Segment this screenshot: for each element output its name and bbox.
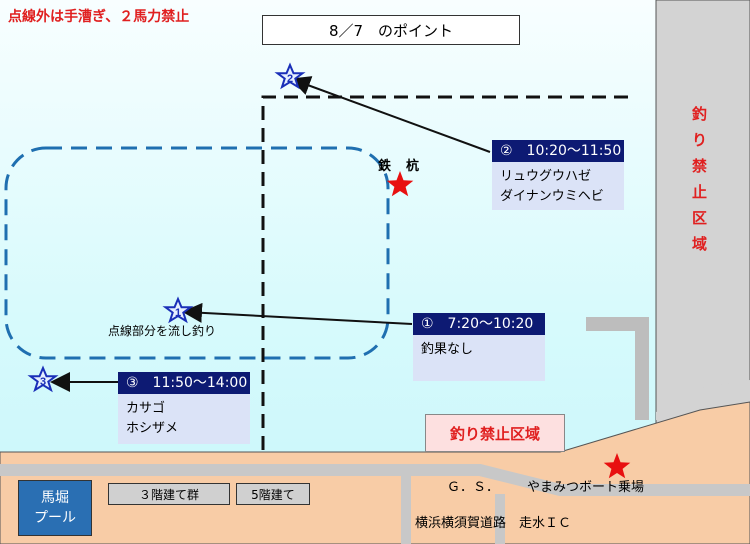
notice-text: 点線外は手漕ぎ、２馬力禁止 — [8, 9, 190, 25]
drift-note: 点線部分を流し釣り — [108, 324, 217, 338]
no-fishing-right-label: 釣 り 禁 止 区 域 — [692, 105, 708, 253]
point-1-catch-1: 釣果なし — [421, 342, 474, 357]
drift-zone — [4, 146, 390, 360]
point-2-body: リュウグウハゼ ダイナンウミヘビ — [492, 162, 624, 210]
boat-dock-star — [603, 453, 631, 479]
building-5-floor: 5階建て — [236, 483, 310, 505]
gas-station-label: Ｇ．Ｓ． — [447, 480, 500, 495]
point-1-header: ① 7:20～10:20 — [413, 313, 545, 335]
point-3-catch-2: ホシザメ — [126, 421, 179, 436]
boat-dock-label: やまみつボート乗場 — [527, 480, 645, 495]
title-box: 8／7 のポイント — [262, 15, 520, 45]
marker-2-icon: 2 — [274, 62, 306, 90]
marker-1-number: 1 — [175, 307, 181, 319]
marker-1-icon: 1 — [162, 296, 194, 324]
no-fishing-bottom-box: 釣り禁止区域 — [425, 414, 565, 452]
dashed-boundary — [261, 95, 636, 450]
no-fishing-bottom-label: 釣り禁止区域 — [449, 424, 540, 443]
marker-3-number: 3 — [40, 376, 46, 388]
iron-pile-label-2: 杭 — [406, 159, 420, 174]
page-title: 8／7 のポイント — [328, 21, 454, 40]
arrow-point-1 — [182, 302, 413, 325]
marker-3-icon: 3 — [27, 365, 59, 393]
point-1-body: 釣果なし — [413, 335, 545, 381]
iron-pile-label-1: 鉄 — [378, 159, 392, 174]
point-3-catch-1: カサゴ — [126, 401, 166, 416]
building-pool: 馬堀 プール — [18, 480, 92, 536]
point-2-catch-1: リュウグウハゼ — [500, 169, 592, 184]
point-3-body: カサゴ ホシザメ — [118, 394, 250, 444]
road-label: 横浜横須賀道路 走水ＩＣ — [415, 516, 572, 531]
pier-structure — [586, 317, 649, 420]
iron-pile-star — [386, 171, 414, 197]
point-2-catch-2: ダイナンウミヘビ — [500, 189, 604, 204]
road — [0, 464, 750, 496]
point-3-header: ③ 11:50～14:00 — [118, 372, 250, 394]
arrow-point-2 — [290, 76, 491, 153]
building-3-floor: ３階建て群 — [108, 483, 230, 505]
point-2-header: ② 10:20～11:50 — [492, 140, 624, 162]
marker-2-number: 2 — [287, 73, 293, 85]
